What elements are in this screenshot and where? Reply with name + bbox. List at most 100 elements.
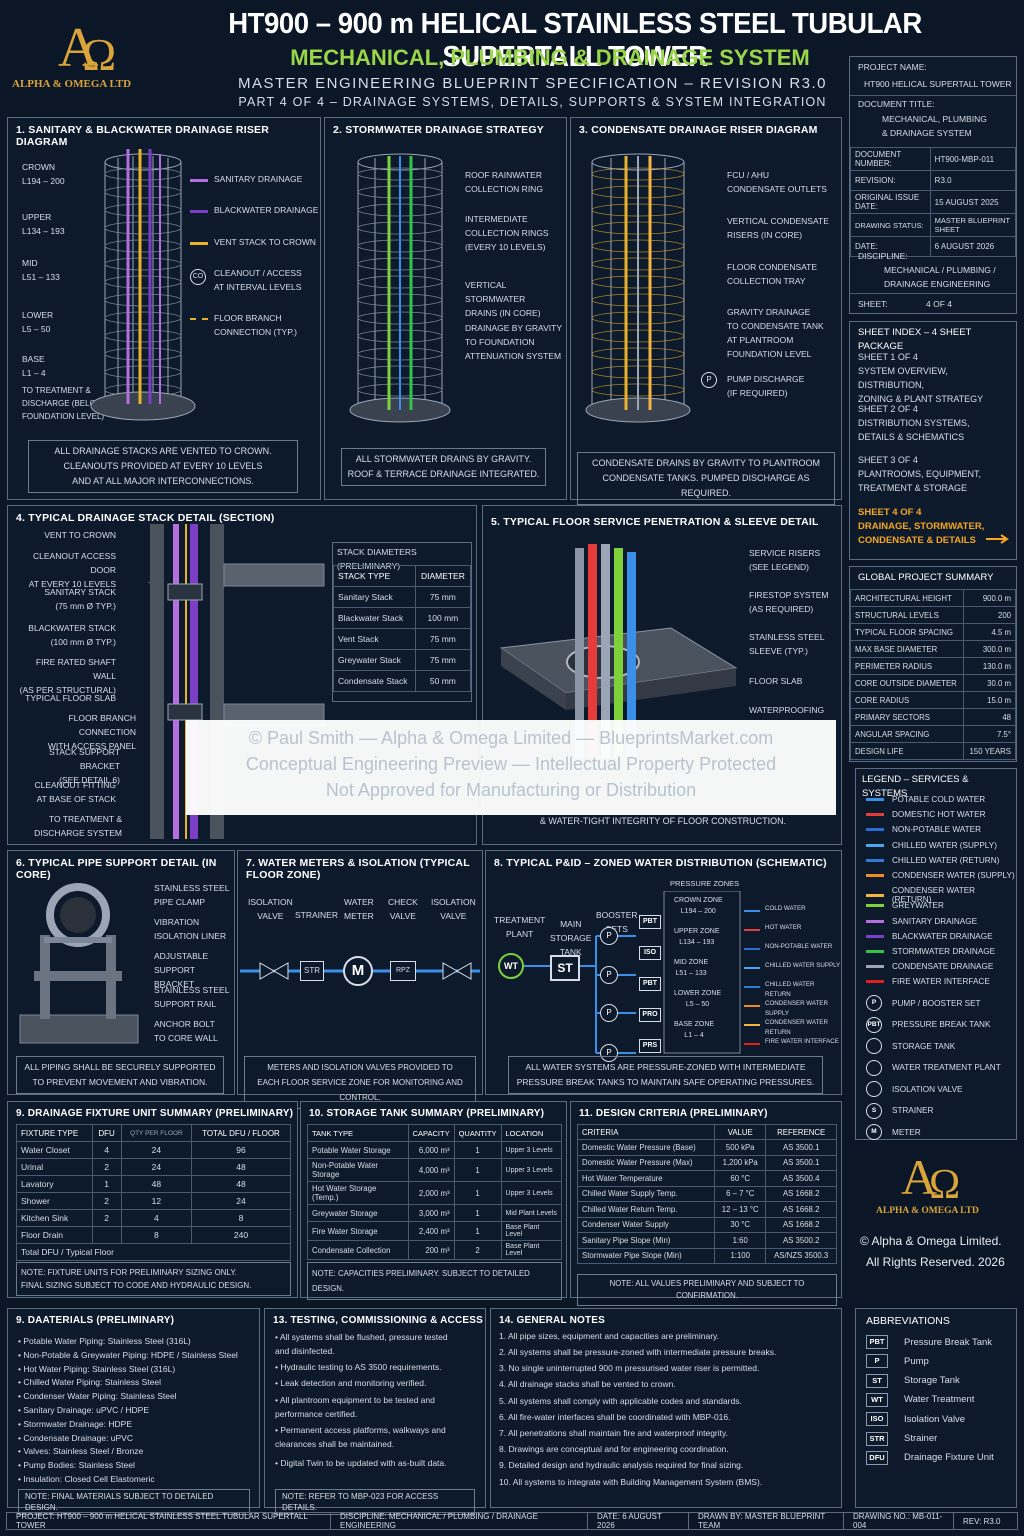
sheet-index-item[interactable]: SHEET 1 OF 4 SYSTEM OVERVIEW, DISTRIBUTI… (858, 352, 984, 404)
project-name: HT900 HELICAL SUPERTALL TOWER (864, 79, 1012, 89)
abbreviation-code: PBT (866, 1335, 888, 1349)
list-item: • Stormwater Drainage: HDPE (18, 1418, 132, 1429)
tower-floor-ring (104, 239, 182, 253)
sheet-index-title: SHEET INDEX – 4 SHEET PACKAGE (858, 327, 972, 352)
legend-symbol-label: STORAGE TANK (892, 1041, 956, 1051)
pid-label: PRESSURE ZONES (670, 879, 740, 888)
abbreviation-label: Isolation Valve (904, 1413, 966, 1425)
legend-title: LEGEND – SERVICES & SYSTEMS (862, 774, 969, 799)
discipline: MECHANICAL / PLUMBING / DRAINAGE ENGINEE… (884, 265, 996, 289)
meter-label: WATER METER (344, 897, 374, 921)
storm-label: VERTICAL STORMWATER DRAINS (IN CORE) (465, 280, 541, 318)
legend-label: CONDENSER WATER (RETURN) (891, 886, 976, 905)
list-item: • All plantroom equipment to be tested a… (275, 1395, 435, 1419)
legend-item: CHILLED WATER (SUPPLY) (866, 841, 997, 850)
sheet-index: SHEET INDEX – 4 SHEET PACKAGE SHEET 1 OF… (849, 321, 1017, 560)
list-item: • All systems shall be flushed, pressure… (275, 1332, 448, 1356)
panel-tanks: 10. STORAGE TANK SUMMARY (PRELIMINARY) T… (300, 1101, 567, 1300)
table-row: Total DFU / Typical Floor (16, 1243, 291, 1261)
legend-swatch (866, 950, 884, 953)
strainer-icon: STR (300, 961, 324, 981)
pump-icon: P (701, 372, 717, 388)
pid-line-swatch (744, 948, 760, 950)
legend-item: SANITARY DRAINAGE (866, 917, 977, 926)
zone-label: UPPER ZONE L134 – 193 (674, 928, 720, 946)
panel-title: 4. TYPICAL DRAINAGE STACK DETAIL (SECTIO… (16, 512, 275, 524)
legend-label: CONDENSATE DRAINAGE (892, 962, 994, 972)
arrow-right-icon (986, 534, 1009, 544)
title-row: DRAWING STATUS:MASTER BLUEPRINT SHEET (850, 213, 1017, 237)
condensate-label: FLOOR CONDENSATE COLLECTION TRAY (727, 262, 818, 286)
pump-icon: P (600, 966, 618, 984)
panel-note: NOTE: ALL VALUES PRELIMINARY AND SUBJECT… (577, 1274, 837, 1306)
storm-label: ROOF RAINWATER COLLECTION RING (465, 170, 543, 194)
panel-title: 7. WATER METERS & ISOLATION (TYPICAL FLO… (246, 857, 470, 881)
pid-label: MAIN STORAGE TANK (550, 919, 592, 957)
stormwater-tower-diagram (349, 153, 451, 423)
sheet-index-item[interactable]: SHEET 3 OF 4 PLANTROOMS, EQUIPMENT, TREA… (858, 455, 982, 493)
sheet-index-item[interactable]: SHEET 2 OF 4 DISTRIBUTION SYSTEMS, DETAI… (858, 404, 970, 442)
panel-title: 9. DAATERIALS (PRELIMINARY) (16, 1315, 175, 1326)
panel-note: NOTE: CAPACITIES PRELIMINARY. SUBJECT TO… (307, 1262, 562, 1300)
pump-icon: P (600, 927, 618, 945)
meter-icon: M (343, 956, 373, 986)
footer-rev: REV: R3.0 (963, 1516, 1001, 1526)
legend-item: CHILLED WATER (RETURN) (866, 856, 999, 865)
cleanout-icon: CO (190, 269, 206, 285)
pid-line-label: CHILLED WATER SUPPLY (765, 962, 841, 969)
note-item: 1. All pipe sizes, equipment and capacit… (499, 1331, 720, 1341)
footer-drawing-number: DRAWING NO.: MB-011-004 (844, 1512, 954, 1530)
panel-stormwater: 2. STORMWATER DRAINAGE STRATEGY ROOF RAI… (324, 117, 567, 500)
zone-label: UPPER L134 – 193 (22, 212, 65, 236)
legend-label: DOMESTIC HOT WATER (892, 810, 986, 820)
materials-list: • Potable Water Piping: Stainless Steel … (18, 1335, 238, 1487)
condensate-label: FCU / AHU CONDENSATE OUTLETS (727, 170, 827, 194)
pid-line-label: FIRE WATER INTERFACE (765, 1038, 839, 1045)
title-row: DOCUMENT NUMBER:HT900-MBP-011 (850, 147, 1017, 171)
abbreviation-code: ST (866, 1373, 888, 1388)
panel-note: CONDENSATE DRAINS BY GRAVITY TO PLANTROO… (577, 452, 835, 505)
legend-swatch (866, 980, 884, 984)
legend-symbol-label: PRESSURE BREAK TANK (892, 1020, 991, 1029)
list-item: • Insulation: Closed Cell Elastomeric (18, 1473, 155, 1484)
sheet-index-item-current[interactable]: SHEET 4 OF 4 DRAINAGE, STORMWATER, CONDE… (858, 507, 985, 546)
footer-bar: PROJECT: HT900 – 900 m HELICAL STAINLESS… (6, 1512, 1018, 1530)
panel-note: METERS AND ISOLATION VALVES PROVIDED TO … (244, 1056, 476, 1109)
panel-note: NOTE: REFER TO MBP-023 FOR ACCESS DETAIL… (275, 1489, 475, 1515)
stack-label: CLEANOUT FITTING AT BASE OF STACK (34, 780, 116, 804)
watermark-line: Conceptual Engineering Preview — Intelle… (245, 754, 777, 774)
title-block: PROJECT NAME: HT900 HELICAL SUPERTALL TO… (849, 56, 1017, 314)
zone-label: CROWN L194 – 200 (22, 162, 65, 186)
legend-item: DOMESTIC HOT WATER (866, 810, 986, 819)
support-label: STAINLESS STEEL PIPE CLAMP (154, 883, 230, 907)
penetration-drawing (499, 544, 738, 758)
stack-label: SANITARY STACK (75 mm Ø TYP.) (44, 587, 116, 611)
copyright-line2: All Rights Reserved. 2026 (866, 1255, 1005, 1269)
tower-floor-ring (104, 221, 182, 235)
panel-meters: 7. WATER METERS & ISOLATION (TYPICAL FLO… (237, 850, 483, 1109)
doc-title: MECHANICAL, PLUMBING & DRAINAGE SYSTEM (882, 114, 987, 138)
abbreviation-label: Pump (904, 1355, 929, 1367)
storage-tank-symbol: ST (550, 955, 580, 981)
legend-swatch (866, 904, 884, 908)
legend-item: POTABLE COLD WATER (866, 795, 985, 804)
list-item: • Chilled Water Piping: Stainless Steel (18, 1377, 161, 1388)
legend-swatch (866, 965, 884, 969)
storm-label: DRAINAGE BY GRAVITY TO FOUNDATION ATTENU… (465, 323, 562, 361)
